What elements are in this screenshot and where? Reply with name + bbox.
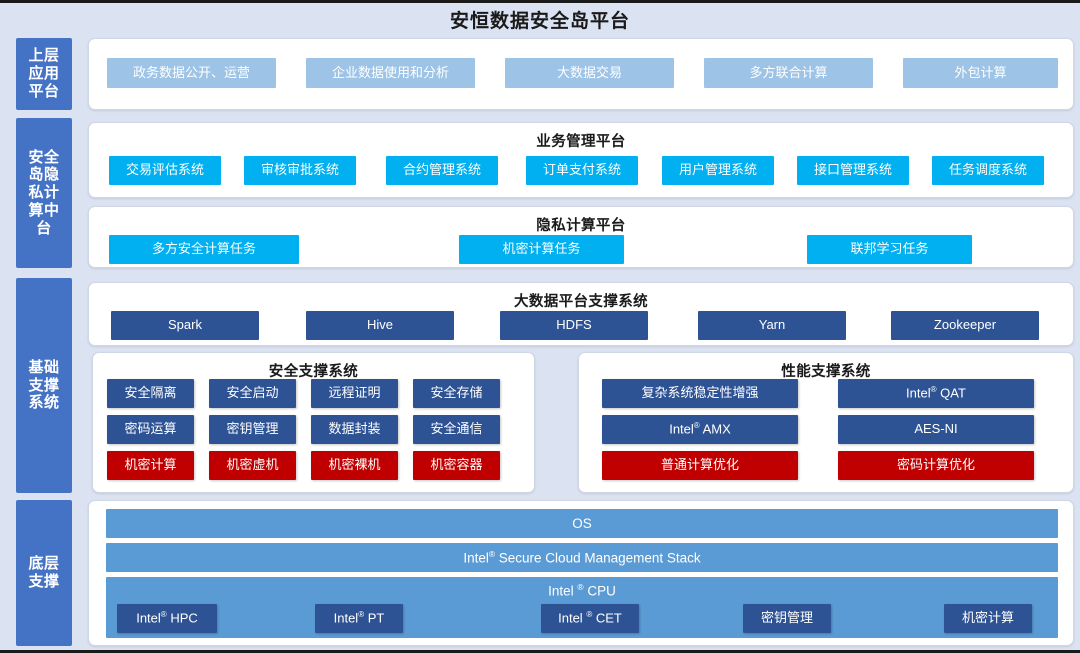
performance-chip-r3c1[interactable]: 普通计算优化 [602, 451, 798, 480]
app-chip-2[interactable]: 企业数据使用和分析 [306, 58, 475, 88]
panel-bigdata-platform: 大数据平台支撑系统 Spark Hive HDFS Yarn Zookeeper [88, 282, 1074, 346]
security-chip-r3c4[interactable]: 机密容器 [413, 451, 500, 480]
security-chip-r3c1[interactable]: 机密计算 [107, 451, 194, 480]
rail-privacy-midplatform: 安全岛隐私计算中台 [16, 118, 72, 268]
cpu-chip-pt[interactable]: Intel® PT [315, 604, 403, 633]
privacy-chip-2[interactable]: 机密计算任务 [459, 235, 624, 264]
rail-label: 上层应用平台 [28, 47, 60, 100]
top-divider [0, 0, 1080, 3]
panel-security-support: 安全支撑系统 安全隔离 安全启动 远程证明 安全存储 密码运算 密钥管理 数据封… [92, 352, 535, 493]
app-chip-5[interactable]: 外包计算 [903, 58, 1058, 88]
rail-foundation-support: 基础支撑系统 [16, 278, 72, 493]
panel-bottom-support: OS Intel® Secure Cloud Management Stack … [88, 500, 1074, 646]
security-chip-r1c2[interactable]: 安全启动 [209, 379, 296, 408]
performance-support-title: 性能支撑系统 [781, 364, 871, 380]
performance-chip-label: Intel® QAT [906, 385, 966, 401]
secure-cloud-stack-bar[interactable]: Intel® Secure Cloud Management Stack [106, 543, 1058, 572]
cpu-chip-hpc[interactable]: Intel® HPC [117, 604, 217, 633]
security-chip-r2c4[interactable]: 安全通信 [413, 415, 500, 444]
business-chip-6[interactable]: 接口管理系统 [797, 156, 909, 185]
panel-application-layer: 政务数据公开、运营 企业数据使用和分析 大数据交易 多方联合计算 外包计算 [88, 38, 1074, 110]
performance-chip-r2c2[interactable]: AES-NI [838, 415, 1034, 444]
cpu-bar[interactable]: Intel ® CPU Intel® HPC Intel® PT Intel ®… [106, 577, 1058, 638]
app-chip-1[interactable]: 政务数据公开、运营 [107, 58, 276, 88]
bottom-divider [0, 650, 1080, 653]
performance-chip-r3c2[interactable]: 密码计算优化 [838, 451, 1034, 480]
business-chip-4[interactable]: 订单支付系统 [526, 156, 638, 185]
business-chip-3[interactable]: 合约管理系统 [386, 156, 498, 185]
security-support-title: 安全支撑系统 [268, 364, 359, 380]
business-platform-title: 业务管理平台 [536, 134, 626, 150]
rail-label: 安全岛隐私计算中台 [28, 148, 60, 237]
panel-privacy-platform: 隐私计算平台 多方安全计算任务 机密计算任务 联邦学习任务 [88, 206, 1074, 268]
os-bar[interactable]: OS [106, 509, 1058, 538]
bigdata-chip-1[interactable]: Spark [111, 311, 259, 340]
security-chip-r1c3[interactable]: 远程证明 [311, 379, 398, 408]
privacy-platform-title: 隐私计算平台 [536, 218, 626, 234]
security-chip-r2c1[interactable]: 密码运算 [107, 415, 194, 444]
performance-chip-label: Intel® AMX [669, 421, 731, 437]
cpu-chip-label: Intel ® CET [558, 610, 622, 626]
privacy-chip-1[interactable]: 多方安全计算任务 [109, 235, 299, 264]
performance-chip-r2c1[interactable]: Intel® AMX [602, 415, 798, 444]
panel-performance-support: 性能支撑系统 复杂系统稳定性增强 Intel® QAT Intel® AMX A… [578, 352, 1074, 493]
security-chip-r3c2[interactable]: 机密虚机 [209, 451, 296, 480]
cpu-chip-label: Intel® HPC [136, 610, 198, 626]
bigdata-chip-2[interactable]: Hive [306, 311, 454, 340]
business-chip-5[interactable]: 用户管理系统 [662, 156, 774, 185]
bigdata-platform-title: 大数据平台支撑系统 [513, 294, 649, 310]
rail-label: 底层支撑 [28, 555, 60, 590]
cpu-label: Intel ® CPU [548, 582, 616, 599]
privacy-chip-3[interactable]: 联邦学习任务 [807, 235, 972, 264]
app-chip-3[interactable]: 大数据交易 [505, 58, 674, 88]
cpu-chip-confidential-computing[interactable]: 机密计算 [944, 604, 1032, 633]
performance-chip-r1c2[interactable]: Intel® QAT [838, 379, 1034, 408]
security-chip-r2c2[interactable]: 密钥管理 [209, 415, 296, 444]
security-chip-r1c1[interactable]: 安全隔离 [107, 379, 194, 408]
cpu-chip-cet[interactable]: Intel ® CET [541, 604, 639, 633]
page-title: 安恒数据安全岛平台 [449, 11, 630, 32]
rail-application-layer: 上层应用平台 [16, 38, 72, 110]
rail-bottom-support: 底层支撑 [16, 500, 72, 646]
panel-business-platform: 业务管理平台 交易评估系统 审核审批系统 合约管理系统 订单支付系统 用户管理系… [88, 122, 1074, 198]
bigdata-chip-5[interactable]: Zookeeper [891, 311, 1039, 340]
business-chip-1[interactable]: 交易评估系统 [109, 156, 221, 185]
bigdata-chip-4[interactable]: Yarn [698, 311, 846, 340]
security-chip-r2c3[interactable]: 数据封装 [311, 415, 398, 444]
business-chip-2[interactable]: 审核审批系统 [244, 156, 356, 185]
secure-cloud-stack-label: Intel® Secure Cloud Management Stack [463, 549, 701, 566]
cpu-chip-key-management[interactable]: 密钥管理 [743, 604, 831, 633]
rail-label: 基础支撑系统 [28, 358, 60, 412]
bigdata-chip-3[interactable]: HDFS [500, 311, 648, 340]
security-chip-r1c4[interactable]: 安全存储 [413, 379, 500, 408]
cpu-chip-label: Intel® PT [333, 610, 385, 626]
performance-chip-r1c1[interactable]: 复杂系统稳定性增强 [602, 379, 798, 408]
security-chip-r3c3[interactable]: 机密裸机 [311, 451, 398, 480]
app-chip-4[interactable]: 多方联合计算 [704, 58, 873, 88]
business-chip-7[interactable]: 任务调度系统 [932, 156, 1044, 185]
